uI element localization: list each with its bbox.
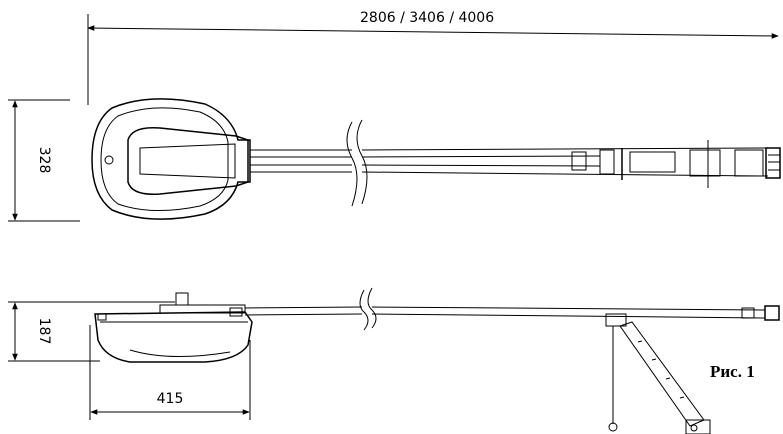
break-mark-right	[356, 119, 368, 205]
carriage-block	[599, 149, 615, 175]
top-view: 2806 / 3406 / 4006 328	[8, 10, 781, 222]
side-carriage	[605, 313, 627, 327]
lamp-cover	[127, 127, 249, 195]
trolley-stop	[571, 151, 587, 171]
motor-end-tab	[97, 313, 107, 321]
motor-length-dimension-label: 415	[157, 391, 184, 407]
mounting-plate	[159, 304, 246, 314]
bracket-block	[175, 292, 189, 306]
door-bracket-pin	[690, 424, 698, 432]
side-rail-top-right	[371, 306, 766, 311]
door-bracket	[685, 419, 711, 434]
side-break-mark-left	[359, 289, 369, 331]
rail-bottom-edge-right	[361, 171, 769, 177]
height-dimension-label: 187	[36, 318, 52, 345]
side-rail-top-left	[244, 306, 363, 309]
length-dimension-label: 2806 / 3406 / 4006	[360, 10, 494, 26]
release-handle-icon	[608, 422, 618, 432]
motor-body-outline	[94, 311, 253, 363]
mount-tab	[229, 307, 243, 317]
chain-tensioner	[689, 149, 721, 177]
side-end-block	[741, 307, 755, 319]
rail-inner-line-right	[361, 155, 601, 158]
length-dimension-line	[87, 25, 779, 39]
arm-hole-1	[637, 340, 643, 343]
motor-housing-inner-outline	[100, 107, 229, 211]
end-cap	[765, 147, 781, 179]
motor-housing-outline	[91, 98, 251, 220]
side-rail-bottom-right	[371, 313, 766, 319]
side-view: 187 415	[8, 287, 780, 434]
lamp-cover-inner	[139, 143, 236, 179]
side-break-mark-right	[367, 287, 377, 329]
motor-lamp-lens	[129, 349, 231, 358]
arm-hole-4	[679, 396, 685, 399]
width-dimension-label: 328	[36, 147, 52, 174]
side-rail-bottom-left	[244, 313, 363, 316]
side-end-cap	[764, 305, 780, 321]
rail-inner-line-right-2	[361, 164, 601, 167]
figure-caption: Рис. 1	[710, 362, 755, 381]
carriage-body	[629, 151, 676, 173]
arm-hole-3	[665, 377, 671, 380]
door-arm	[619, 321, 705, 427]
end-bracket	[734, 149, 764, 177]
release-knob-icon	[104, 155, 114, 165]
rail-top-edge-right	[361, 147, 769, 151]
break-mark-left	[346, 121, 358, 207]
arm-hole-2	[651, 358, 657, 361]
